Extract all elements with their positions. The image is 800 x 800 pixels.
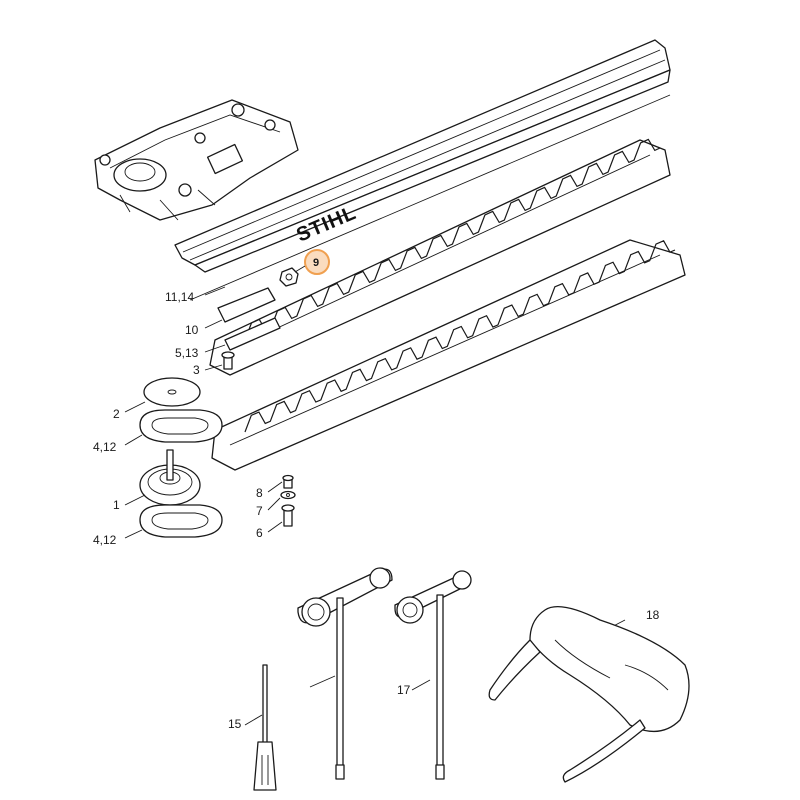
- screw: [221, 351, 235, 370]
- safety-glasses: [488, 606, 690, 783]
- label-18: 18: [646, 608, 660, 622]
- label-11-14: 11,14: [165, 290, 195, 304]
- label-1: 1: [113, 498, 120, 512]
- thrust-washer: [143, 377, 201, 407]
- upper-cutting-blade: [209, 138, 671, 376]
- label-8: 8: [256, 486, 263, 500]
- label-6: 6: [256, 526, 263, 540]
- screwdriver: [253, 664, 277, 791]
- slide-plate-lower: [139, 504, 223, 538]
- gear-wheel: [139, 449, 201, 506]
- label-4-12-bottom: 4,12: [93, 533, 117, 547]
- small-parts: [280, 474, 296, 527]
- guide-rail-line: [189, 94, 671, 301]
- label-15: 15: [228, 717, 242, 731]
- gear-housing: [94, 99, 299, 221]
- lower-cutting-blade: [211, 239, 686, 471]
- nut-highlighted: 9: [279, 249, 330, 287]
- socket-wrench: [394, 570, 472, 780]
- highlight-number: 9: [313, 257, 319, 269]
- label-4-12-top: 4,12: [93, 440, 117, 454]
- label-17: 17: [397, 683, 411, 697]
- label-10: 10: [185, 323, 199, 337]
- highlight-circle: [304, 249, 330, 275]
- label-3: 3: [193, 363, 200, 377]
- label-2: 2: [113, 407, 120, 421]
- label-5-13: 5,13: [175, 346, 199, 360]
- plate: [217, 287, 276, 323]
- spacer-plate: [224, 317, 281, 351]
- combination-wrench: [297, 567, 393, 780]
- label-7: 7: [256, 504, 263, 518]
- slide-plate-upper: [139, 409, 223, 443]
